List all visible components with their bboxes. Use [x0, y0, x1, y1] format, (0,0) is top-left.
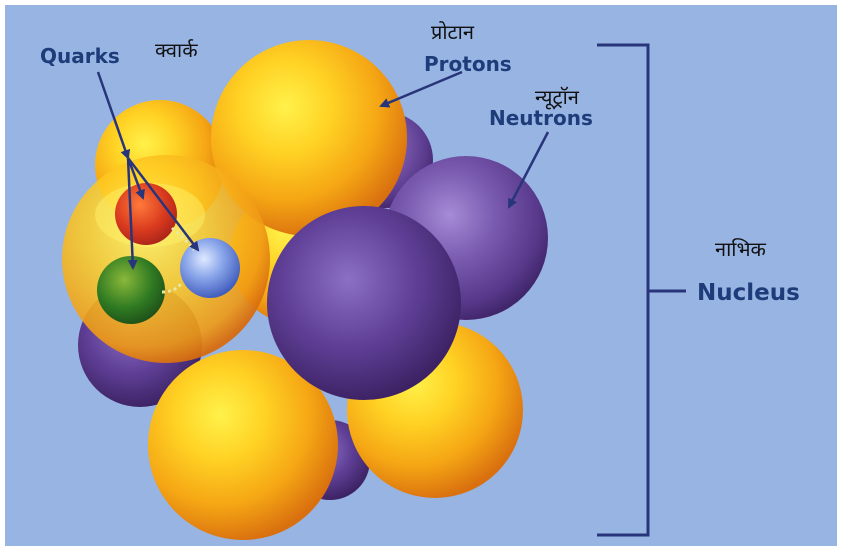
- quarks-label-en: Quarks: [40, 44, 120, 68]
- quark-blue: [180, 238, 240, 298]
- nucleus-label-hi: नाभिक: [715, 237, 767, 261]
- quarks-label-hi: क्वार्क: [155, 38, 198, 62]
- protons-label-en: Protons: [424, 52, 512, 76]
- neutron-front: [267, 206, 461, 400]
- neutrons-label-en: Neutrons: [489, 106, 593, 130]
- nucleus-label-en: Nucleus: [697, 280, 800, 306]
- proton-with-quarks: [62, 155, 270, 363]
- quark-green: [97, 256, 165, 324]
- quark-red: [115, 183, 177, 245]
- protons-label-hi: प्रोटान: [431, 20, 475, 44]
